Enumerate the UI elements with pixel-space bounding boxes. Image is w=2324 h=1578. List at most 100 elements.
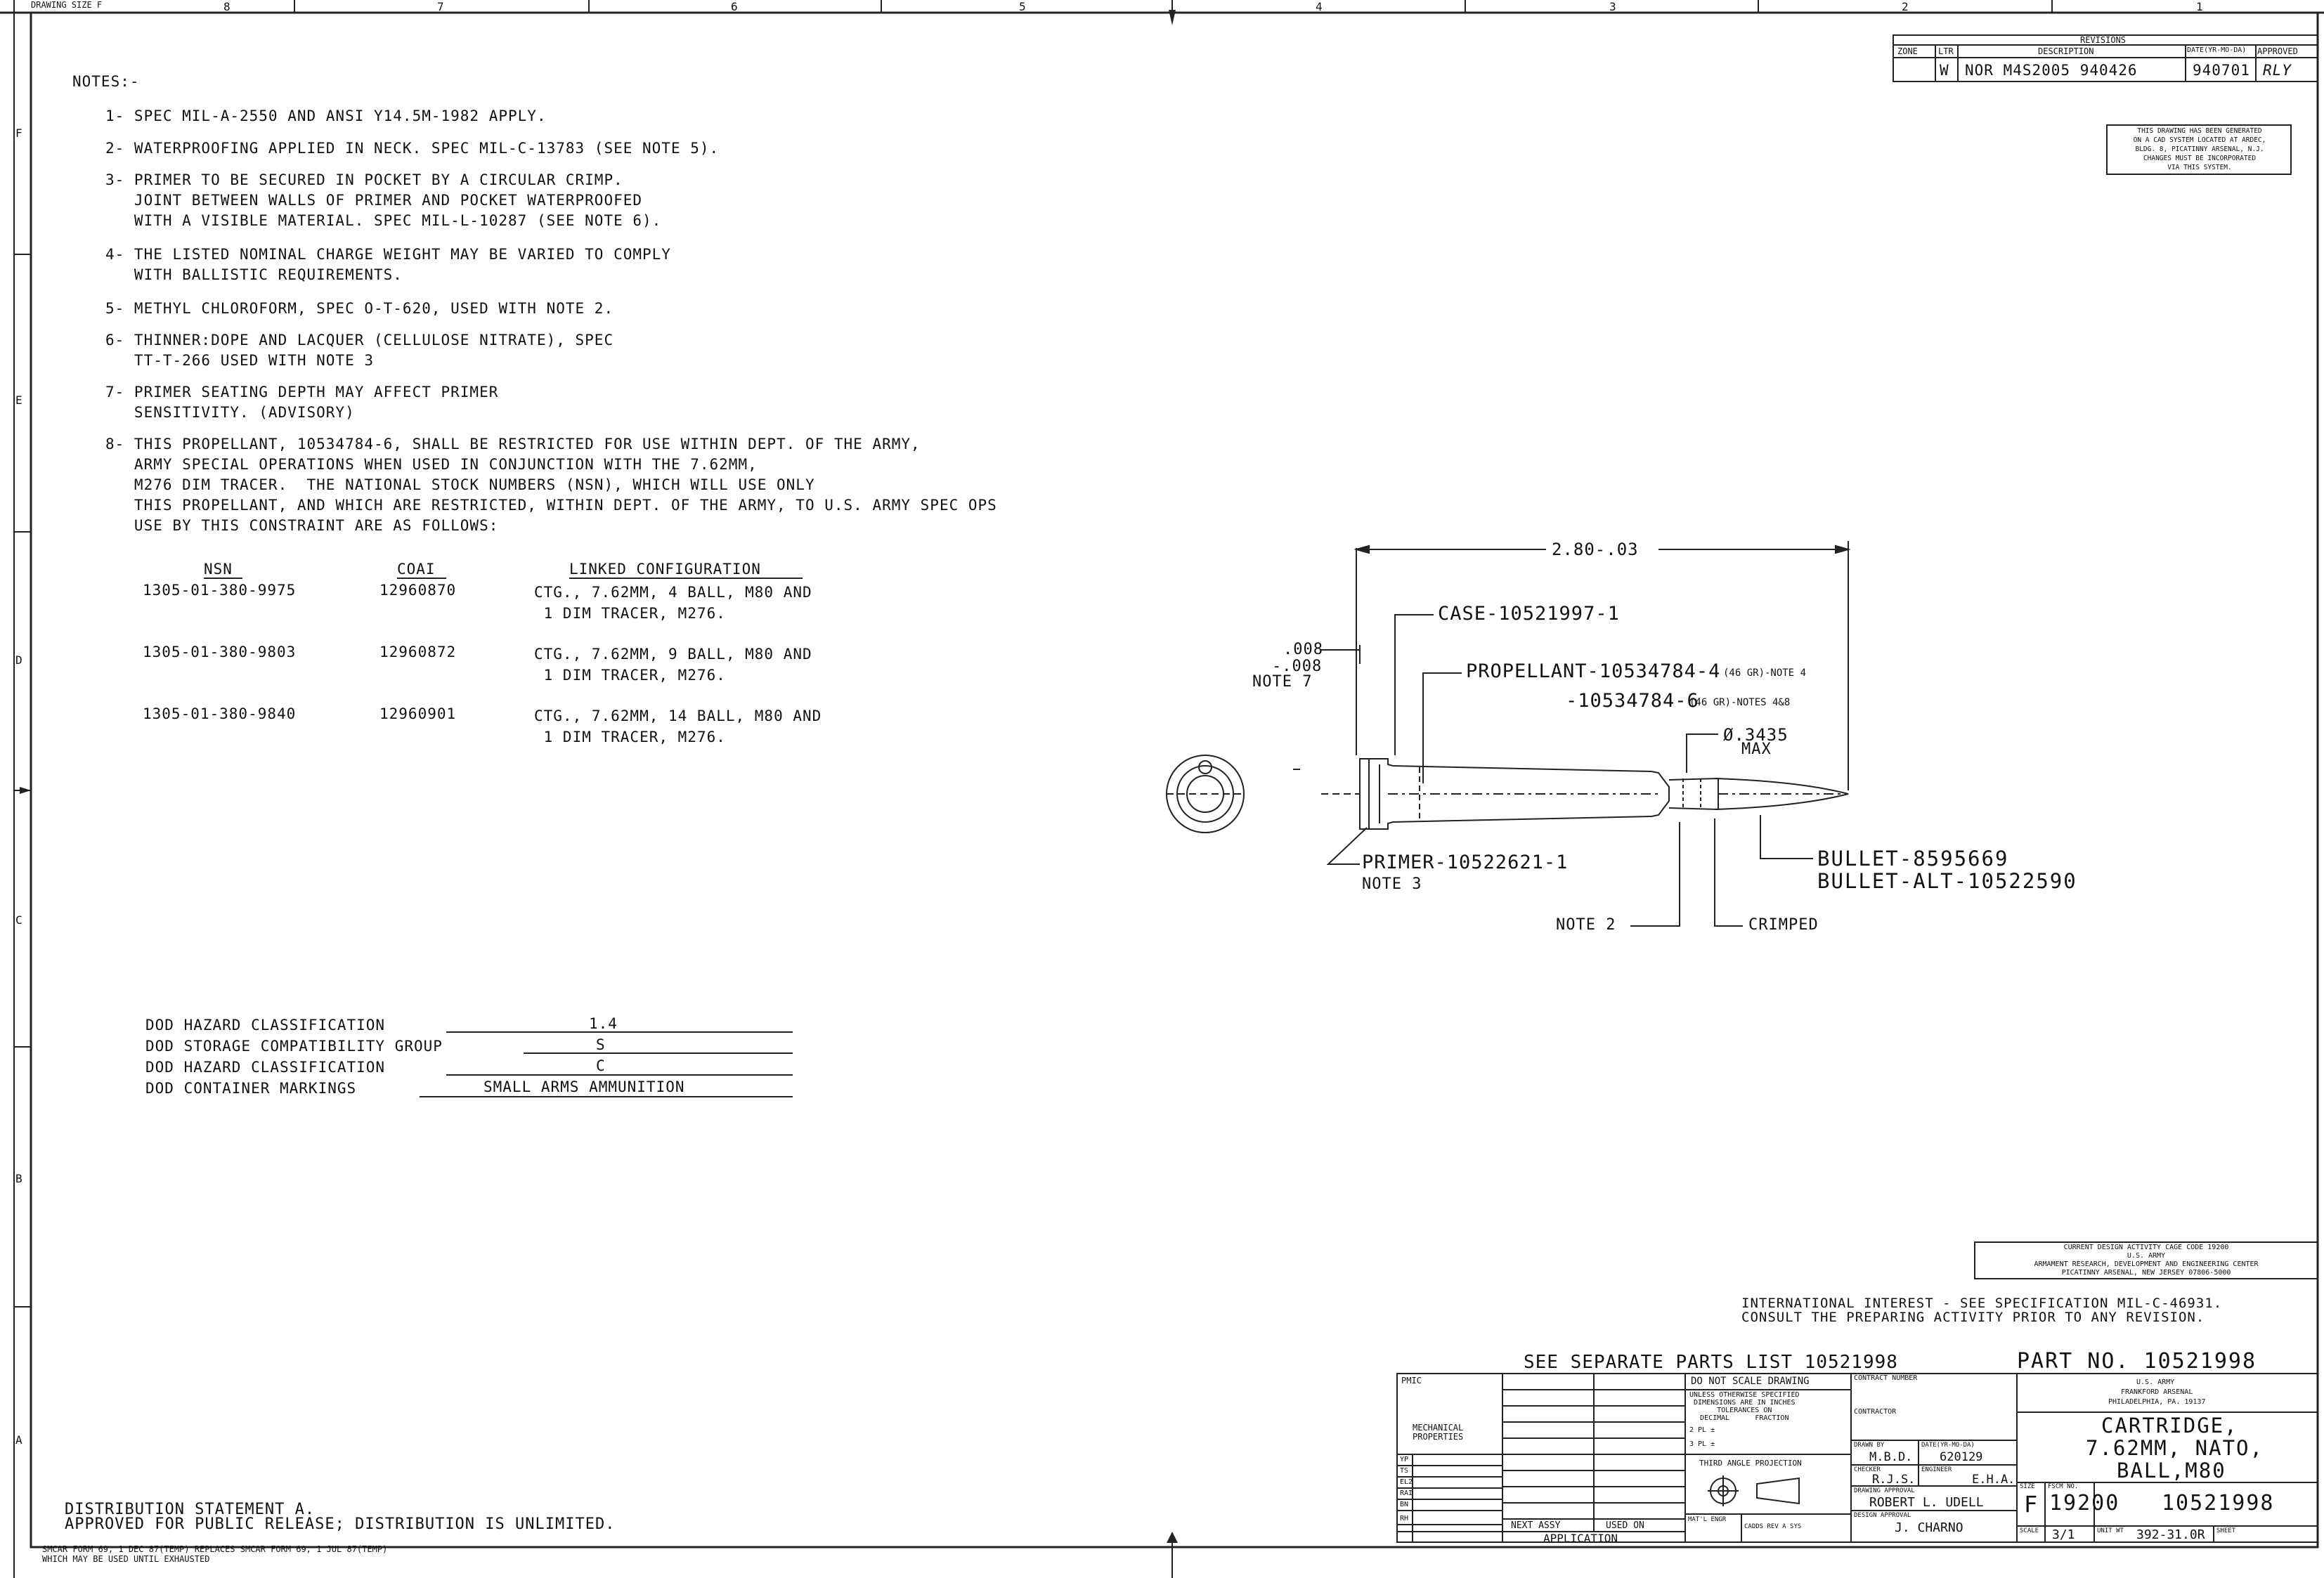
drawing-title-line: BALL,M80 xyxy=(2117,1459,2226,1482)
zone-label: 6 xyxy=(731,0,738,13)
hazard-value: 1.4 xyxy=(589,1015,618,1032)
zone-label: B xyxy=(15,1172,22,1185)
nsn-cell: 1305-01-380-9840 xyxy=(143,705,297,722)
revisions-col-date: DATE(YR-MO-DA) xyxy=(2187,46,2247,54)
agency-line: PHILADELPHIA, PA. 19137 xyxy=(2108,1398,2206,1406)
linked-config-header: LINKED CONFIGURATION xyxy=(569,561,761,578)
propellant-callout: PROPELLANT-10534784-4 xyxy=(1466,660,1721,682)
design-approval: J. CHARNO xyxy=(1895,1520,1963,1535)
hazard-value: C xyxy=(596,1057,606,1074)
date-label: DATE(YR-MO-DA) xyxy=(1921,1442,1975,1449)
drawing-size: F xyxy=(2024,1491,2039,1518)
parts-list: SEE SEPARATE PARTS LIST 10521998 xyxy=(1524,1352,1898,1373)
revision-date: 940701 xyxy=(2193,62,2250,79)
bullet-alt-callout: BULLET-ALT-10522590 xyxy=(1817,869,2077,893)
overall-length-dim: 2.80-.03 xyxy=(1552,540,1639,559)
revisions-title: REVISIONS xyxy=(2080,35,2127,45)
engineer: E.H.A. xyxy=(1972,1473,2015,1487)
zone-label: 4 xyxy=(1316,0,1323,13)
revisions-col-ltr: LTR xyxy=(1938,46,1954,56)
crimped-callout: CRIMPED xyxy=(1748,916,1819,934)
cad-note: THIS DRAWING HAS BEEN GENERATED ON A CAD… xyxy=(2110,126,2290,172)
activity-line: U.S. ARMY xyxy=(2127,1252,2166,1260)
diameter-callout: Ø.3435 xyxy=(1723,725,1789,745)
next-assy-label: NEXT ASSY xyxy=(1511,1520,1561,1531)
sheet-label: SHEET xyxy=(2216,1527,2236,1534)
zone-label: 2 xyxy=(1902,0,1909,13)
propellant-alt-callout: -10534784-6 xyxy=(1566,690,1699,712)
agency-line: FRANKFORD ARSENAL xyxy=(2121,1388,2193,1396)
agency-line: U.S. ARMY xyxy=(2136,1378,2175,1386)
tolerance-2pl: 2 PL ± xyxy=(1689,1426,1715,1434)
cad-note-line: THIS DRAWING HAS BEEN GENERATED xyxy=(2137,127,2262,135)
note-item: 6- THINNER:DOPE AND LACQUER (CELLULOSE N… xyxy=(105,332,614,369)
contractor-label: CONTRACTOR xyxy=(1854,1408,1897,1416)
hazard-value: SMALL ARMS AMMUNITION xyxy=(483,1078,685,1095)
tolerance-minus: -.008 xyxy=(1272,658,1323,675)
tolerances-note: UNLESS OTHERWISE SPECIFIED DIMENSIONS AR… xyxy=(1689,1391,1800,1422)
size-label: SIZE xyxy=(2020,1483,2035,1490)
nsn-header: NSN xyxy=(204,561,233,578)
scale-value: 3/1 xyxy=(2052,1527,2075,1542)
revisions-col-desc: DESCRIPTION xyxy=(2038,46,2094,56)
propellant-alt-note: (46 GR)-NOTES 4&8 xyxy=(1689,697,1791,708)
international-line: INTERNATIONAL INTEREST - SEE SPECIFICATI… xyxy=(1741,1296,2223,1311)
case-callout: CASE-10521997-1 xyxy=(1438,603,1620,625)
side-code: YP xyxy=(1400,1456,1409,1463)
coai-header: COAI xyxy=(397,561,436,578)
cad-note-line: ON A CAD SYSTEM LOCATED AT ARDEC, xyxy=(2133,136,2266,144)
zone-label: 1 xyxy=(2196,0,2203,13)
activity-line: ARMAMENT RESEARCH, DEVELOPMENT AND ENGIN… xyxy=(2034,1260,2259,1268)
drawing-title-line: CARTRIDGE, xyxy=(2101,1414,2238,1437)
distribution-text: APPROVED FOR PUBLIC RELEASE; DISTRIBUTIO… xyxy=(65,1515,616,1533)
side-code: BN xyxy=(1400,1501,1409,1508)
coai-cell: 12960870 xyxy=(379,582,457,599)
note3-callout: NOTE 3 xyxy=(1362,875,1422,893)
hazard-label: DOD HAZARD CLASSIFICATION xyxy=(145,1059,386,1076)
zone-label: C xyxy=(15,913,22,927)
drawn-date: 620129 xyxy=(1940,1450,1983,1464)
revision-letter: W xyxy=(1940,62,1949,79)
coai-cell: 12960901 xyxy=(379,705,457,722)
zone-label: 5 xyxy=(1019,0,1026,13)
note-item: 2- WATERPROOFING APPLIED IN NECK. SPEC M… xyxy=(105,140,720,157)
design-approval-label: DESIGN APPROVAL xyxy=(1854,1512,1911,1519)
checker: R.J.S. xyxy=(1872,1473,1916,1487)
config-cell: CTG., 7.62MM, 14 BALL, M80 AND 1 DIM TRA… xyxy=(534,708,822,745)
contract-number-label: CONTRACT NUMBER xyxy=(1854,1374,1918,1382)
do-not-scale: DO NOT SCALE DRAWING xyxy=(1691,1376,1810,1387)
propellant-note: (46 GR)-NOTE 4 xyxy=(1723,667,1807,679)
checker-label: CHECKER xyxy=(1854,1466,1881,1473)
side-code: RAI xyxy=(1400,1489,1413,1497)
notes-heading: NOTES:- xyxy=(72,73,140,90)
engineer-label: ENGINEER xyxy=(1921,1466,1952,1473)
scale-label: SCALE xyxy=(2020,1527,2039,1534)
revision-description: NOR M4S2005 940426 xyxy=(1965,62,2138,79)
zone-label: 8 xyxy=(223,0,231,13)
note-item: 1- SPEC MIL-A-2550 AND ANSI Y14.5M-1982 … xyxy=(105,107,547,124)
third-angle-label: THIRD ANGLE PROJECTION xyxy=(1699,1459,1802,1468)
application-label: APPLICATION xyxy=(1543,1532,1618,1545)
zone-label: D xyxy=(15,653,22,667)
hazard-label: DOD STORAGE COMPATIBILITY GROUP xyxy=(145,1038,443,1055)
config-cell: CTG., 7.62MM, 4 BALL, M80 AND 1 DIM TRAC… xyxy=(534,584,812,622)
drawn-by-label: DRAWN BY xyxy=(1854,1442,1885,1449)
drawing-size-label: DRAWING SIZE F xyxy=(31,0,103,10)
note-item: 7- PRIMER SEATING DEPTH MAY AFFECT PRIME… xyxy=(105,384,499,421)
tolerance-3pl: 3 PL ± xyxy=(1689,1440,1715,1448)
cad-note-line: CHANGES MUST BE INCORPORATED xyxy=(2143,155,2257,162)
pmic-label: PMIC xyxy=(1401,1376,1422,1385)
primer-callout: PRIMER-10522621-1 xyxy=(1362,852,1569,873)
zone-label: F xyxy=(15,126,22,140)
zone-label: E xyxy=(15,393,22,407)
bullet-callout: BULLET-8595669 xyxy=(1817,847,2009,870)
config-cell: CTG., 7.62MM, 9 BALL, M80 AND 1 DIM TRAC… xyxy=(534,646,812,684)
tolerance-plus: .008 xyxy=(1283,641,1323,658)
drawing-approval-label: DRAWING APPROVAL xyxy=(1854,1487,1915,1494)
revisions-col-approved: APPROVED xyxy=(2257,46,2298,56)
drawing-number: 10521998 xyxy=(2162,1491,2275,1515)
note2-callout: NOTE 2 xyxy=(1556,916,1616,934)
coai-cell: 12960872 xyxy=(379,644,457,660)
note-item: 3- PRIMER TO BE SECURED IN POCKET BY A C… xyxy=(105,171,662,229)
